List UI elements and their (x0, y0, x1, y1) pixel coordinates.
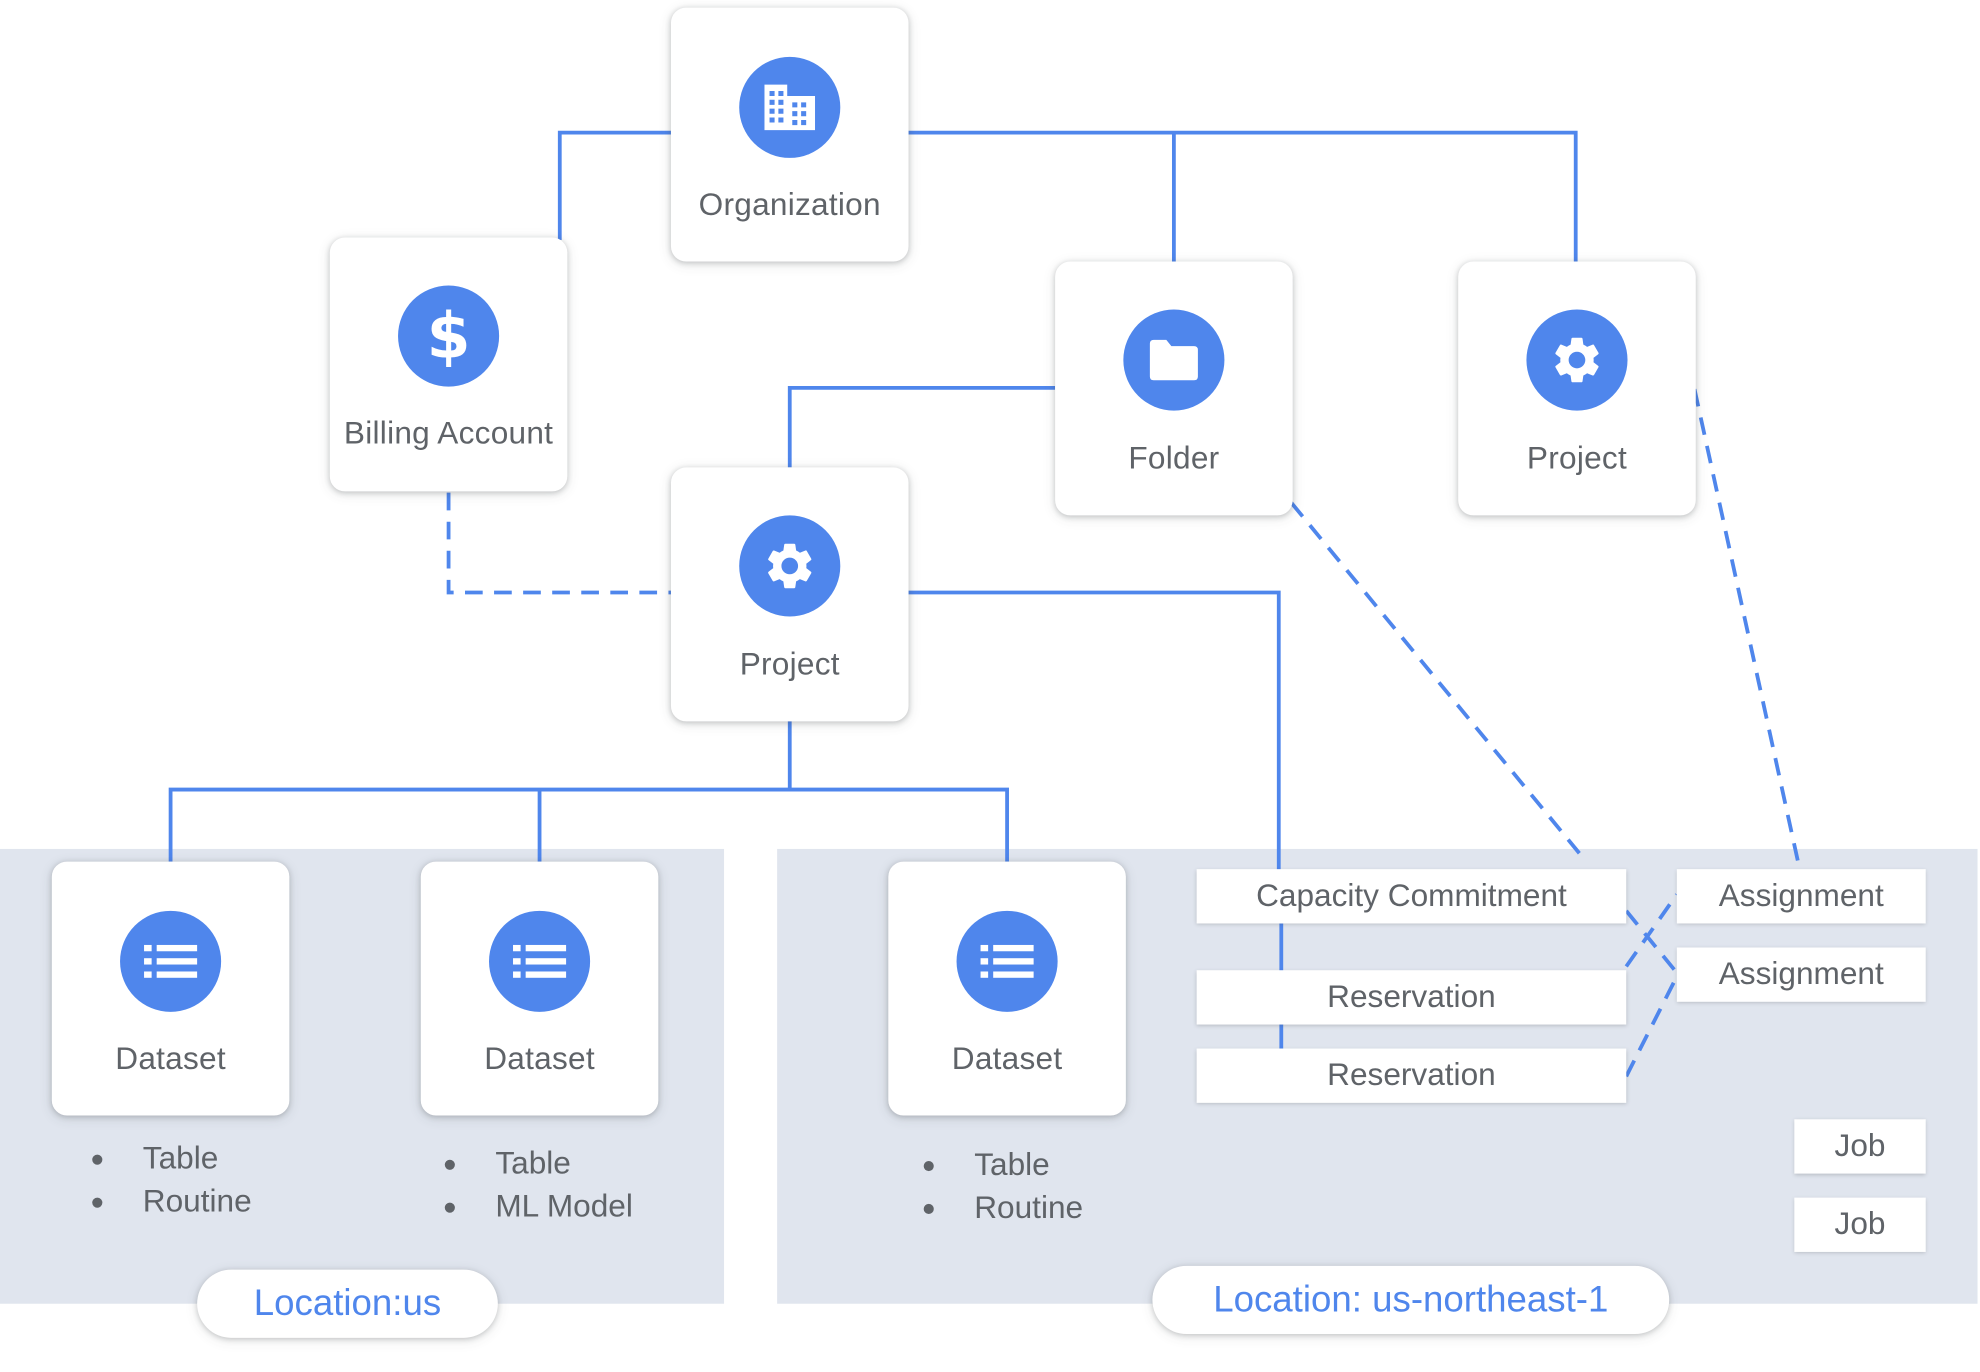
capacity-commitment-box[interactable]: Capacity Commitment (1196, 869, 1627, 924)
location-us-northeast-1-label: Location: us-northeast-1 (1152, 1265, 1670, 1335)
project-label-center: Project (739, 646, 840, 683)
project-label-right: Project (1526, 440, 1628, 477)
reservation-box-2[interactable]: Reservation (1196, 1048, 1627, 1103)
dashed-folder-commitment (1289, 501, 1584, 858)
dataset-card-3[interactable]: Dataset (888, 861, 1126, 1116)
dashed-commitment-assignment (1624, 909, 1679, 974)
billing-account-card[interactable]: $ Billing Account (329, 237, 568, 492)
list-icon (120, 910, 222, 1012)
dashed-reservation-assignment-1 (1624, 893, 1679, 968)
line-folder-project (787, 385, 1056, 468)
line-project-datasets (168, 720, 1009, 862)
line-project-reservations (908, 590, 1284, 1049)
gear-icon (1526, 309, 1628, 411)
dashed-project-assignment (1692, 388, 1802, 869)
dashed-billing-project (446, 492, 671, 595)
gear-icon (739, 515, 841, 617)
building-icon (739, 56, 841, 158)
assignment-box-2[interactable]: Assignment (1676, 947, 1926, 1002)
line-org-folder-project (908, 130, 1578, 263)
folder-card[interactable]: Folder (1055, 261, 1293, 516)
list-item: ML Model (444, 1185, 633, 1228)
dataset-label-3: Dataset (951, 1040, 1063, 1077)
line-org-billing (557, 130, 671, 241)
organization-card[interactable]: Organization (670, 7, 909, 262)
billing-account-label: Billing Account (343, 415, 554, 451)
dataset-label-2: Dataset (484, 1040, 595, 1077)
dataset-3-contents: Table Routine (923, 1143, 1083, 1229)
dataset-2-contents: Table ML Model (444, 1142, 633, 1228)
list-item: Table (444, 1142, 633, 1185)
dataset-1-contents: Table Routine (92, 1137, 252, 1223)
dataset-card-2[interactable]: Dataset (420, 861, 659, 1116)
list-item: Routine (923, 1186, 1083, 1229)
job-box-1[interactable]: Job (1794, 1119, 1926, 1174)
list-icon (956, 910, 1058, 1012)
list-item: Table (92, 1137, 251, 1180)
dataset-card-1[interactable]: Dataset (51, 861, 290, 1116)
list-item: Table (923, 1143, 1083, 1186)
dashed-reservation-assignment-2 (1624, 975, 1679, 1078)
organization-label: Organization (698, 186, 881, 223)
reservation-box-1[interactable]: Reservation (1196, 970, 1627, 1025)
list-icon (489, 910, 591, 1012)
assignment-box-1[interactable]: Assignment (1676, 869, 1926, 924)
project-card-center[interactable]: Project (670, 467, 909, 722)
dollar-icon: $ (398, 285, 500, 387)
location-us-label: Location:us (197, 1269, 498, 1338)
list-item: Routine (92, 1180, 252, 1223)
folder-label: Folder (1128, 440, 1220, 477)
job-box-2[interactable]: Job (1794, 1197, 1926, 1252)
dataset-label-1: Dataset (115, 1040, 226, 1077)
folder-icon (1123, 309, 1225, 411)
project-card-right[interactable]: Project (1458, 261, 1696, 516)
